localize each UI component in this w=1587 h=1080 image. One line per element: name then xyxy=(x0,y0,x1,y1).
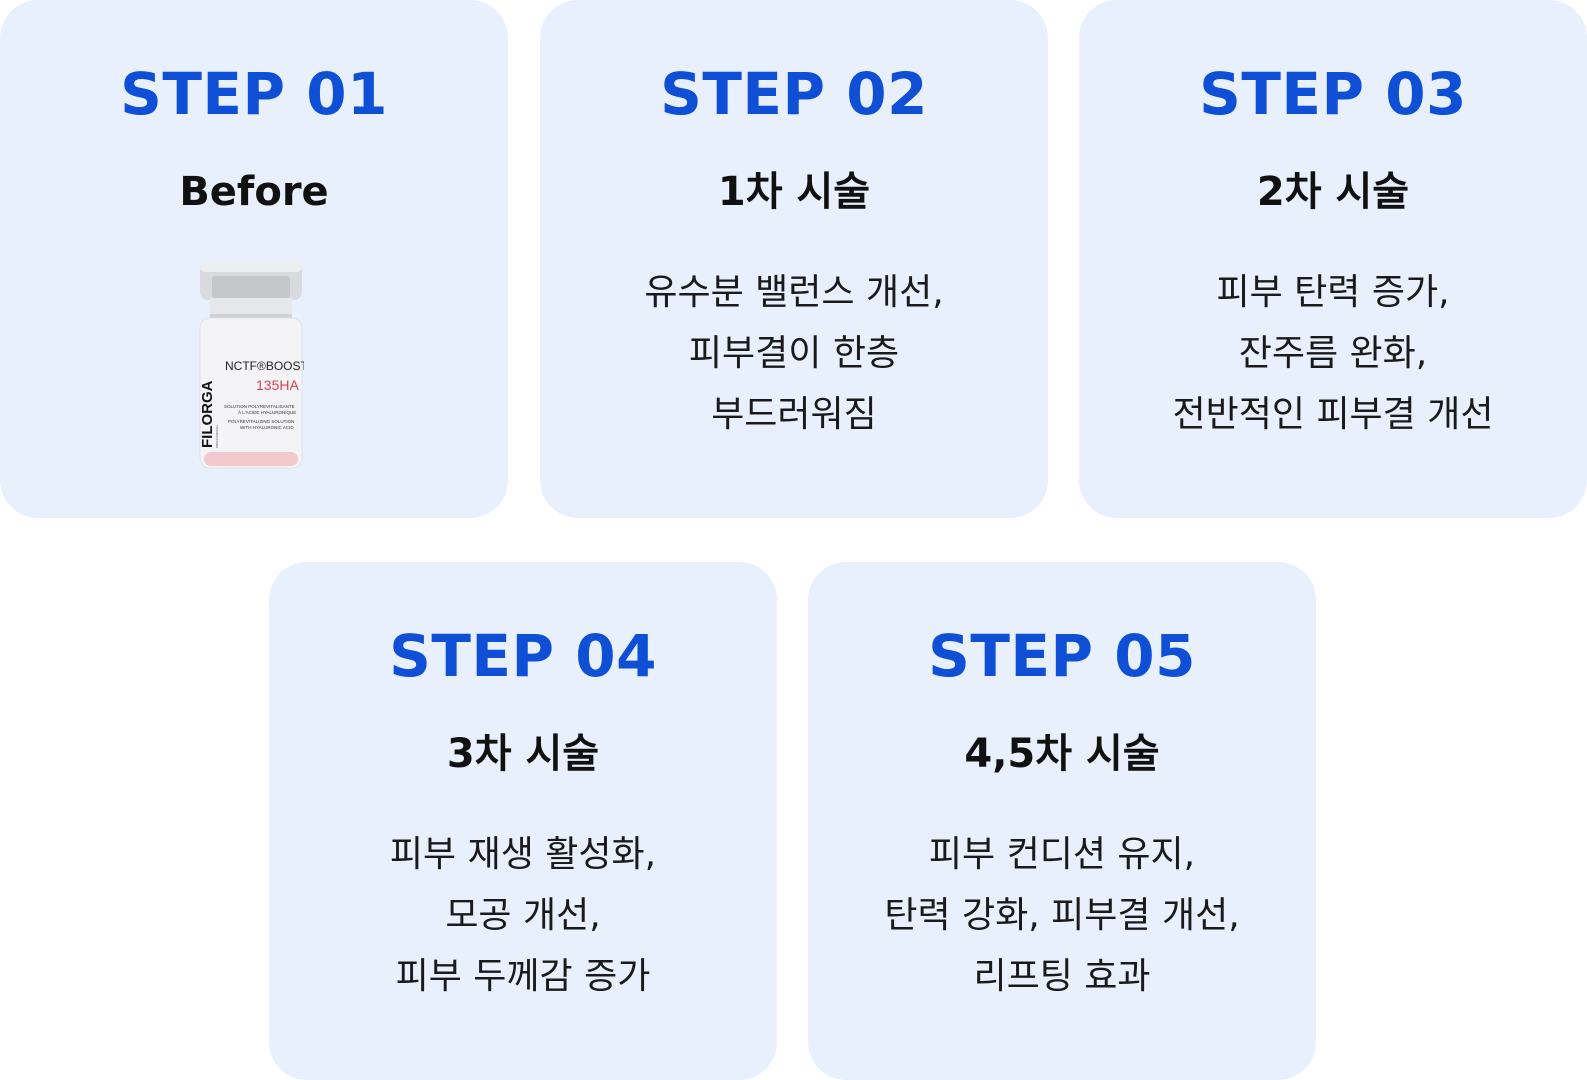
step-description: 피부 컨디션 유지, 탄력 강화, 피부결 개선, 리프팅 효과 xyxy=(808,824,1316,1007)
product-desc-line: SOLUTION POLYREVITALISANTE xyxy=(224,404,295,409)
step-title: Before xyxy=(179,169,329,215)
description-line: 피부 탄력 증가, xyxy=(1216,272,1450,313)
step-card-01: STEP 01 Before FILORGA PROFESSIONAL NCTF… xyxy=(0,0,508,518)
step-description: 피부 재생 활성화, 모공 개선, 피부 두께감 증가 xyxy=(269,824,777,1007)
product-desc-line: POLYREVITALIZING SOLUTION xyxy=(228,419,294,424)
product-vial-image: FILORGA PROFESSIONAL NCTF®BOOST 135HA SO… xyxy=(199,262,304,469)
step-label: STEP 04 xyxy=(389,622,657,690)
step-description: 유수분 밸런스 개선, 피부결이 한층 부드러워짐 xyxy=(540,262,1048,445)
step-card-05: STEP 05 4,5차 시술 피부 컨디션 유지, 탄력 강화, 피부결 개선… xyxy=(808,562,1316,1080)
description-line: 부드러워짐 xyxy=(711,394,877,435)
step-card-03: STEP 03 2차 시술 피부 탄력 증가, 잔주름 완화, 전반적인 피부결… xyxy=(1079,0,1587,518)
description-line: 잔주름 완화, xyxy=(1238,333,1428,374)
product-variant: 135HA xyxy=(256,377,299,393)
step-card-04: STEP 04 3차 시술 피부 재생 활성화, 모공 개선, 피부 두께감 증… xyxy=(269,562,777,1080)
step-label: STEP 03 xyxy=(1199,60,1467,128)
step-title: 4,5차 시술 xyxy=(964,731,1160,777)
product-brand-sub: PROFESSIONAL xyxy=(215,424,219,448)
description-line: 피부 컨디션 유지, xyxy=(928,834,1196,875)
product-name: NCTF®BOOST xyxy=(225,359,304,373)
product-desc-line: WITH HYALURONIC ACID xyxy=(240,425,294,430)
description-line: 전반적인 피부결 개선 xyxy=(1172,394,1494,435)
step-label: STEP 02 xyxy=(660,60,928,128)
description-line: 피부결이 한층 xyxy=(688,333,900,374)
step-title: 1차 시술 xyxy=(717,169,871,215)
step-label: STEP 01 xyxy=(120,60,388,128)
description-line: 모공 개선, xyxy=(445,895,601,936)
product-brand: FILORGA xyxy=(199,380,216,448)
step-title: 3차 시술 xyxy=(446,731,600,777)
step-title: 2차 시술 xyxy=(1256,169,1410,215)
step-card-02: STEP 02 1차 시술 유수분 밸런스 개선, 피부결이 한층 부드러워짐 xyxy=(540,0,1048,518)
description-line: 탄력 강화, 피부결 개선, xyxy=(884,895,1240,936)
step-description: 피부 탄력 증가, 잔주름 완화, 전반적인 피부결 개선 xyxy=(1079,262,1587,445)
description-line: 리프팅 효과 xyxy=(973,956,1151,997)
product-desc-line: À L'ACIDE HYALURONIQUE xyxy=(238,409,296,415)
description-line: 피부 재생 활성화, xyxy=(389,834,657,875)
description-line: 피부 두께감 증가 xyxy=(395,956,651,997)
step-label: STEP 05 xyxy=(928,622,1196,690)
description-line: 유수분 밸런스 개선, xyxy=(644,272,944,313)
